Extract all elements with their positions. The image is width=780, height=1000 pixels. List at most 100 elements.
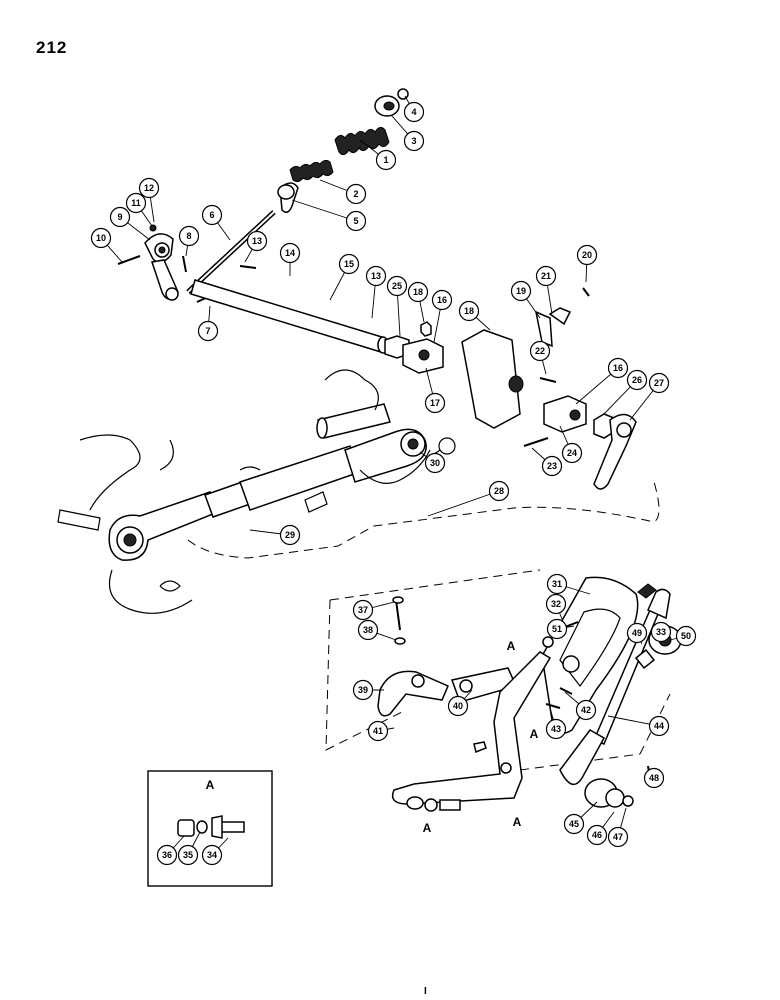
svg-text:9: 9 — [117, 212, 122, 222]
svg-text:34: 34 — [207, 850, 217, 860]
callout-6: 6 — [201, 204, 231, 241]
svg-text:22: 22 — [535, 346, 545, 356]
callout-13: 13 — [244, 230, 268, 263]
callout-19: 19 — [510, 280, 541, 319]
inset-callout-35: 35 — [177, 831, 201, 866]
callout-3: 3 — [391, 115, 425, 152]
svg-text:2: 2 — [353, 189, 358, 199]
svg-text:37: 37 — [358, 605, 368, 615]
svg-text:27: 27 — [654, 378, 664, 388]
svg-text:24: 24 — [567, 448, 577, 458]
callout-18: 18 — [458, 300, 491, 331]
svg-text:16: 16 — [613, 363, 623, 373]
svg-text:23: 23 — [547, 461, 557, 471]
callout-15: 15 — [329, 253, 360, 301]
svg-text:5: 5 — [353, 216, 358, 226]
svg-text:45: 45 — [569, 819, 579, 829]
bottom-page-mark: I — [424, 986, 427, 997]
svg-text:15: 15 — [344, 259, 354, 269]
callout-7: 7 — [197, 305, 219, 342]
dashed-outline-bottom — [325, 569, 671, 771]
svg-text:46: 46 — [592, 830, 602, 840]
page-number: 212 — [36, 38, 68, 57]
callout-26: 26 — [603, 369, 648, 415]
callout-22: 22 — [529, 340, 551, 375]
callout-50: 50 — [669, 625, 697, 647]
callout-45: 45 — [563, 801, 598, 835]
callout-46: 46 — [586, 811, 615, 846]
svg-text:1: 1 — [383, 155, 388, 165]
svg-text:14: 14 — [285, 248, 295, 258]
svg-text:13: 13 — [371, 271, 381, 281]
svg-text:7: 7 — [205, 326, 210, 336]
callout-41: 41 — [367, 720, 395, 742]
callout-33: 33 — [650, 621, 672, 643]
svg-text:31: 31 — [552, 579, 562, 589]
callout-43: 43 — [545, 707, 567, 740]
lever-assembly — [541, 576, 682, 808]
callout-30: 30 — [419, 451, 446, 474]
svg-text:35: 35 — [183, 850, 193, 860]
svg-text:49: 49 — [632, 628, 642, 638]
callout-23: 23 — [531, 447, 563, 477]
callout-9: 9 — [109, 206, 151, 241]
svg-text:12: 12 — [144, 183, 154, 193]
callout-24: 24 — [559, 425, 583, 464]
rod-assembly — [117, 210, 276, 303]
callout-31: 31 — [546, 573, 591, 595]
svg-text:6: 6 — [209, 210, 214, 220]
callout-17: 17 — [424, 367, 446, 414]
callout-49: 49 — [626, 622, 648, 645]
svg-text:3: 3 — [411, 136, 416, 146]
view-marker-2: A — [530, 727, 539, 741]
svg-text:8: 8 — [186, 231, 191, 241]
callout-28: 28 — [427, 480, 510, 517]
svg-text:20: 20 — [582, 250, 592, 260]
svg-text:10: 10 — [96, 233, 106, 243]
svg-text:41: 41 — [373, 726, 383, 736]
svg-text:36: 36 — [162, 850, 172, 860]
svg-text:21: 21 — [541, 271, 551, 281]
cross-shaft — [190, 265, 389, 354]
callout-27: 27 — [629, 372, 670, 421]
callout-16: 16 — [575, 357, 629, 405]
svg-text:30: 30 — [430, 458, 440, 468]
svg-text:25: 25 — [392, 281, 402, 291]
svg-text:33: 33 — [656, 627, 666, 637]
callout-5: 5 — [291, 199, 367, 232]
callout-8: 8 — [178, 225, 200, 257]
callout-47: 47 — [607, 807, 629, 848]
svg-text:43: 43 — [551, 724, 561, 734]
callout-18: 18 — [407, 281, 429, 323]
callout-1: 1 — [359, 139, 397, 171]
callout-40: 40 — [447, 689, 473, 717]
callout-11: 11 — [125, 192, 153, 227]
callout-4: 4 — [403, 95, 425, 123]
svg-text:13: 13 — [252, 236, 262, 246]
svg-text:19: 19 — [516, 286, 526, 296]
callout-2: 2 — [319, 179, 367, 205]
inset-parts — [177, 815, 245, 839]
callout-13: 13 — [365, 265, 387, 319]
callout-14: 14 — [279, 242, 301, 276]
callout-51: 51 — [546, 618, 575, 640]
svg-text:17: 17 — [430, 398, 440, 408]
callout-38: 38 — [357, 619, 397, 641]
svg-text:11: 11 — [131, 198, 141, 208]
callout-37: 37 — [352, 599, 395, 621]
dashed-outline-top — [187, 481, 660, 559]
svg-text:29: 29 — [285, 530, 295, 540]
svg-text:48: 48 — [649, 773, 659, 783]
callout-44: 44 — [607, 715, 670, 737]
svg-text:28: 28 — [494, 486, 504, 496]
svg-text:50: 50 — [681, 631, 691, 641]
callout-39: 39 — [352, 679, 384, 701]
svg-text:44: 44 — [654, 721, 664, 731]
svg-text:40: 40 — [453, 701, 463, 711]
callout-48: 48 — [643, 767, 665, 789]
svg-text:38: 38 — [363, 625, 373, 635]
callout-42: 42 — [564, 691, 597, 721]
callout-25: 25 — [386, 275, 408, 337]
callout-12: 12 — [138, 177, 160, 223]
